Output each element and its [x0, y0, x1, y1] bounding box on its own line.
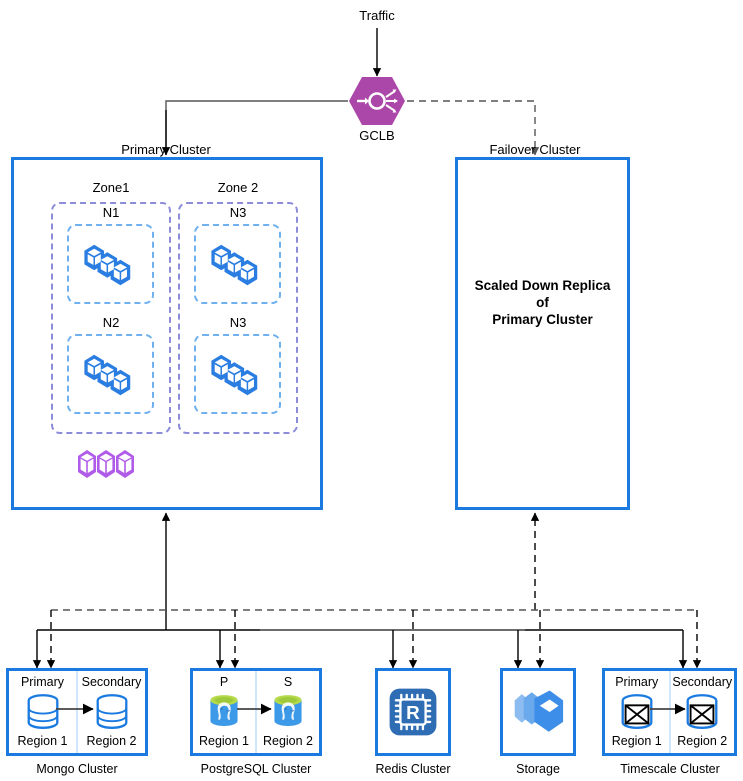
timescale-secondary-icon-wrap	[681, 692, 723, 737]
postgres-primary-half: P Region 1	[193, 671, 255, 753]
mongodb-icon	[96, 694, 127, 729]
mongo-cluster-caption: Mongo Cluster	[36, 762, 118, 776]
zone-box-1	[51, 202, 171, 434]
storage-caption: Storage	[516, 762, 560, 776]
node-box-n3-a	[194, 224, 281, 304]
zone-label-2: Zone 2	[217, 180, 259, 195]
node-box-n2	[67, 334, 154, 414]
pods-icon	[78, 450, 134, 478]
mongo-cluster-card[interactable]: Primary Region 1 Secondary	[6, 668, 148, 756]
timescale-cluster-caption: Timescale Cluster	[620, 762, 720, 776]
gclb-label: GCLB	[359, 128, 395, 143]
kubernetes-node-icon	[211, 244, 258, 286]
primary-cluster-label: Primary Cluster	[121, 142, 211, 157]
failover-cluster-box[interactable]: Scaled Down Replica of Primary Cluster	[455, 157, 630, 510]
redis-cluster-card[interactable]: R	[375, 668, 451, 756]
node-label-n1: N1	[102, 205, 120, 220]
failover-text-line3: Primary Cluster	[492, 312, 593, 327]
zone-label-1: Zone1	[92, 180, 130, 195]
failover-text-line2: of	[536, 295, 549, 310]
node-label-n3-b: N3	[229, 315, 247, 330]
mongo-primary-icon-wrap	[22, 692, 64, 737]
zone-box-2	[178, 202, 298, 434]
postgresql-icon	[210, 695, 238, 727]
mongo-secondary-half: Secondary Region 2	[76, 671, 145, 753]
timescale-primary-icon-wrap	[616, 692, 658, 737]
postgresql-cluster-caption: PostgreSQL Cluster	[200, 762, 312, 776]
mongodb-icon	[27, 694, 58, 729]
wire-dashed-drops	[46, 610, 702, 669]
node-box-n3-b	[194, 334, 281, 414]
node-label-n2: N2	[102, 315, 120, 330]
kubernetes-node-icon	[84, 354, 131, 396]
postgresql-cluster-card[interactable]: P Region 1 S	[190, 668, 322, 756]
timescale-primary-half: Primary Region 1	[605, 671, 669, 753]
postgres-secondary-role: S	[283, 675, 293, 689]
timescale-cluster-card[interactable]: Primary Region 1 Secondary	[602, 668, 737, 756]
timescale-secondary-half: Secondary Region 2	[668, 671, 735, 753]
postgres-secondary-half: S Region 2	[255, 671, 319, 753]
storage-icon	[514, 690, 564, 732]
gclb-node[interactable]	[348, 76, 406, 126]
load-balancer-icon	[349, 77, 405, 125]
timescale-icon	[621, 694, 653, 729]
mongo-primary-region: Region 1	[17, 734, 68, 748]
postgres-primary-region: Region 1	[198, 734, 250, 748]
timescale-primary-role: Primary	[615, 675, 659, 689]
postgres-secondary-icon-wrap	[268, 692, 308, 735]
timescale-icon	[686, 694, 718, 729]
kubernetes-node-icon	[211, 354, 258, 396]
postgres-primary-role: P	[219, 675, 229, 689]
mongo-secondary-role: Secondary	[81, 675, 142, 689]
storage-icon-wrap	[503, 671, 573, 753]
mongo-secondary-region: Region 2	[86, 734, 137, 748]
postgresql-icon	[274, 695, 302, 727]
mongo-secondary-icon-wrap	[91, 692, 133, 737]
node-label-n3-a: N3	[229, 205, 247, 220]
timescale-secondary-role: Secondary	[672, 675, 733, 689]
failover-cluster-label: Failover Cluster	[489, 142, 581, 157]
traffic-label: Traffic	[359, 8, 395, 23]
mongo-primary-half: Primary Region 1	[9, 671, 76, 753]
primary-cluster-box[interactable]: Zone1 N1	[11, 157, 323, 510]
timescale-secondary-region: Region 2	[677, 734, 728, 748]
redis-icon: R	[389, 688, 437, 736]
mongo-primary-role: Primary	[20, 675, 65, 689]
node-box-n1	[67, 224, 154, 304]
timescale-primary-region: Region 1	[611, 734, 662, 748]
kubernetes-node-icon	[84, 244, 131, 286]
postgres-primary-icon-wrap	[204, 692, 244, 735]
wire-solid-drops	[32, 630, 688, 669]
svg-text:R: R	[406, 703, 420, 724]
postgres-secondary-region: Region 2	[262, 734, 314, 748]
redis-cluster-caption: Redis Cluster	[375, 762, 451, 776]
storage-card[interactable]	[500, 668, 576, 756]
failover-text-line1: Scaled Down Replica	[474, 278, 611, 293]
redis-icon-wrap: R	[378, 671, 448, 753]
